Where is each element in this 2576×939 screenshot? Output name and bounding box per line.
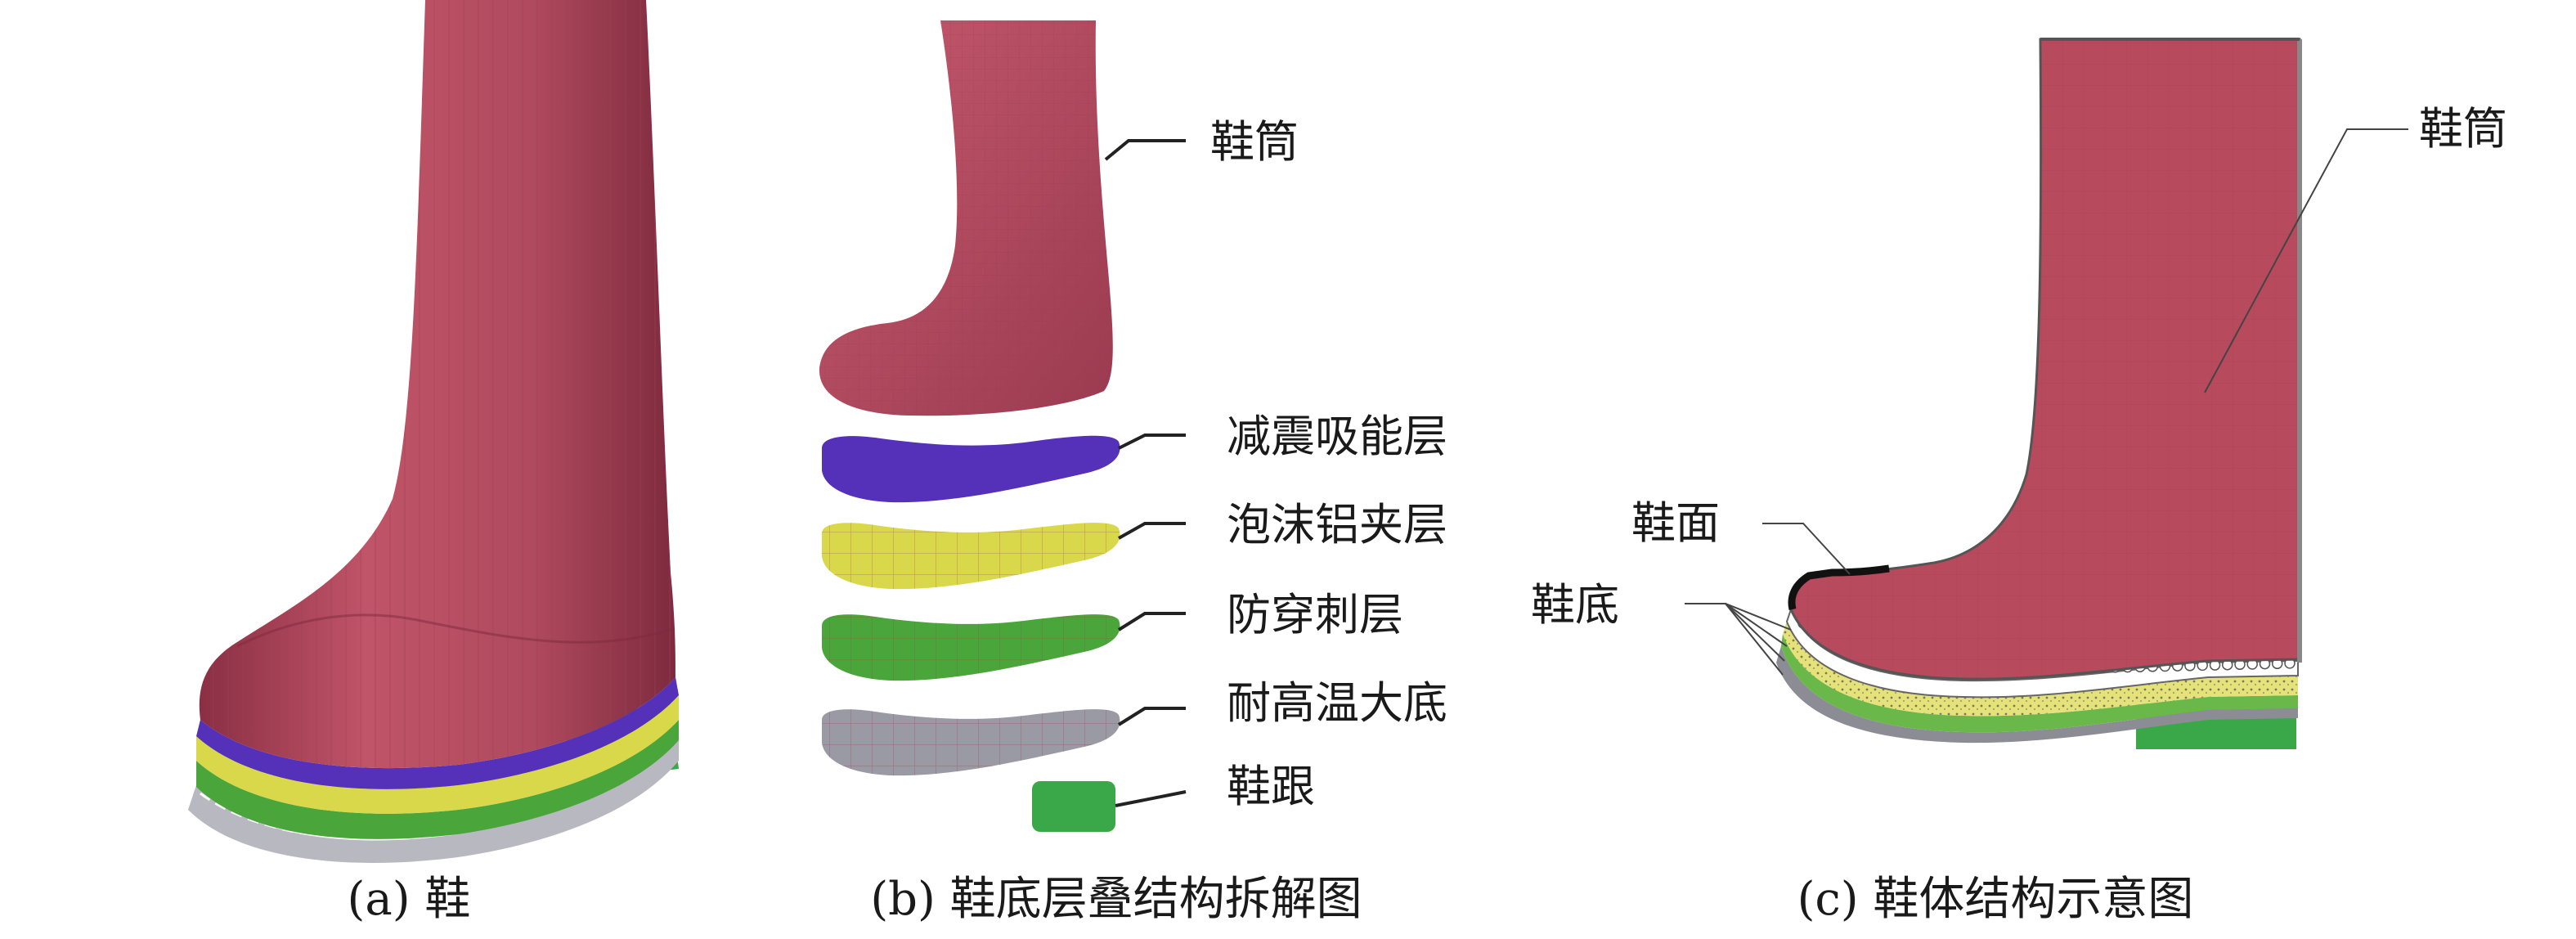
shock-layer-b (822, 435, 1120, 503)
label-upper-c: 鞋筒 (2419, 103, 2507, 155)
panel-b: 鞋筒 减震吸能层 泡沫铝夹层 防穿刺层 耐高温大底 鞋跟 (b) 鞋底层叠结构拆… (819, 20, 1447, 926)
pierce-band-c (1781, 634, 2298, 733)
caption-b: (b) 鞋底层叠结构拆解图 (870, 873, 1362, 926)
outsole-c (1776, 646, 2298, 744)
foam-layer-a (196, 695, 679, 814)
caption-a: (a) 鞋 (348, 873, 471, 926)
panel-a: (a) 鞋 (188, 0, 679, 926)
label-vamp-c: 鞋面 (1631, 497, 1720, 549)
label-sole-c: 鞋底 (1531, 579, 1619, 631)
label-foam-b: 泡沫铝夹层 (1227, 499, 1447, 550)
outsole-layer-a (188, 736, 679, 863)
label-shock-b: 减震吸能层 (1227, 411, 1447, 462)
label-upper-b: 鞋筒 (1210, 116, 1299, 168)
heel-b (1032, 781, 1115, 832)
vamp-edge-c (1788, 564, 1890, 611)
pierce-layer-a (196, 720, 679, 839)
label-outsole-b: 耐高温大底 (1227, 677, 1447, 729)
label-heel-b: 鞋跟 (1227, 761, 1315, 812)
caption-c: (c) 鞋体结构示意图 (1797, 873, 2194, 926)
label-pierce-b: 防穿刺层 (1227, 589, 1403, 640)
shock-band-c (1785, 607, 2299, 699)
panel-c: 鞋筒 鞋面 鞋底 (c) 鞋体结构示意图 (1531, 38, 2507, 926)
shock-layer-a (196, 677, 679, 789)
